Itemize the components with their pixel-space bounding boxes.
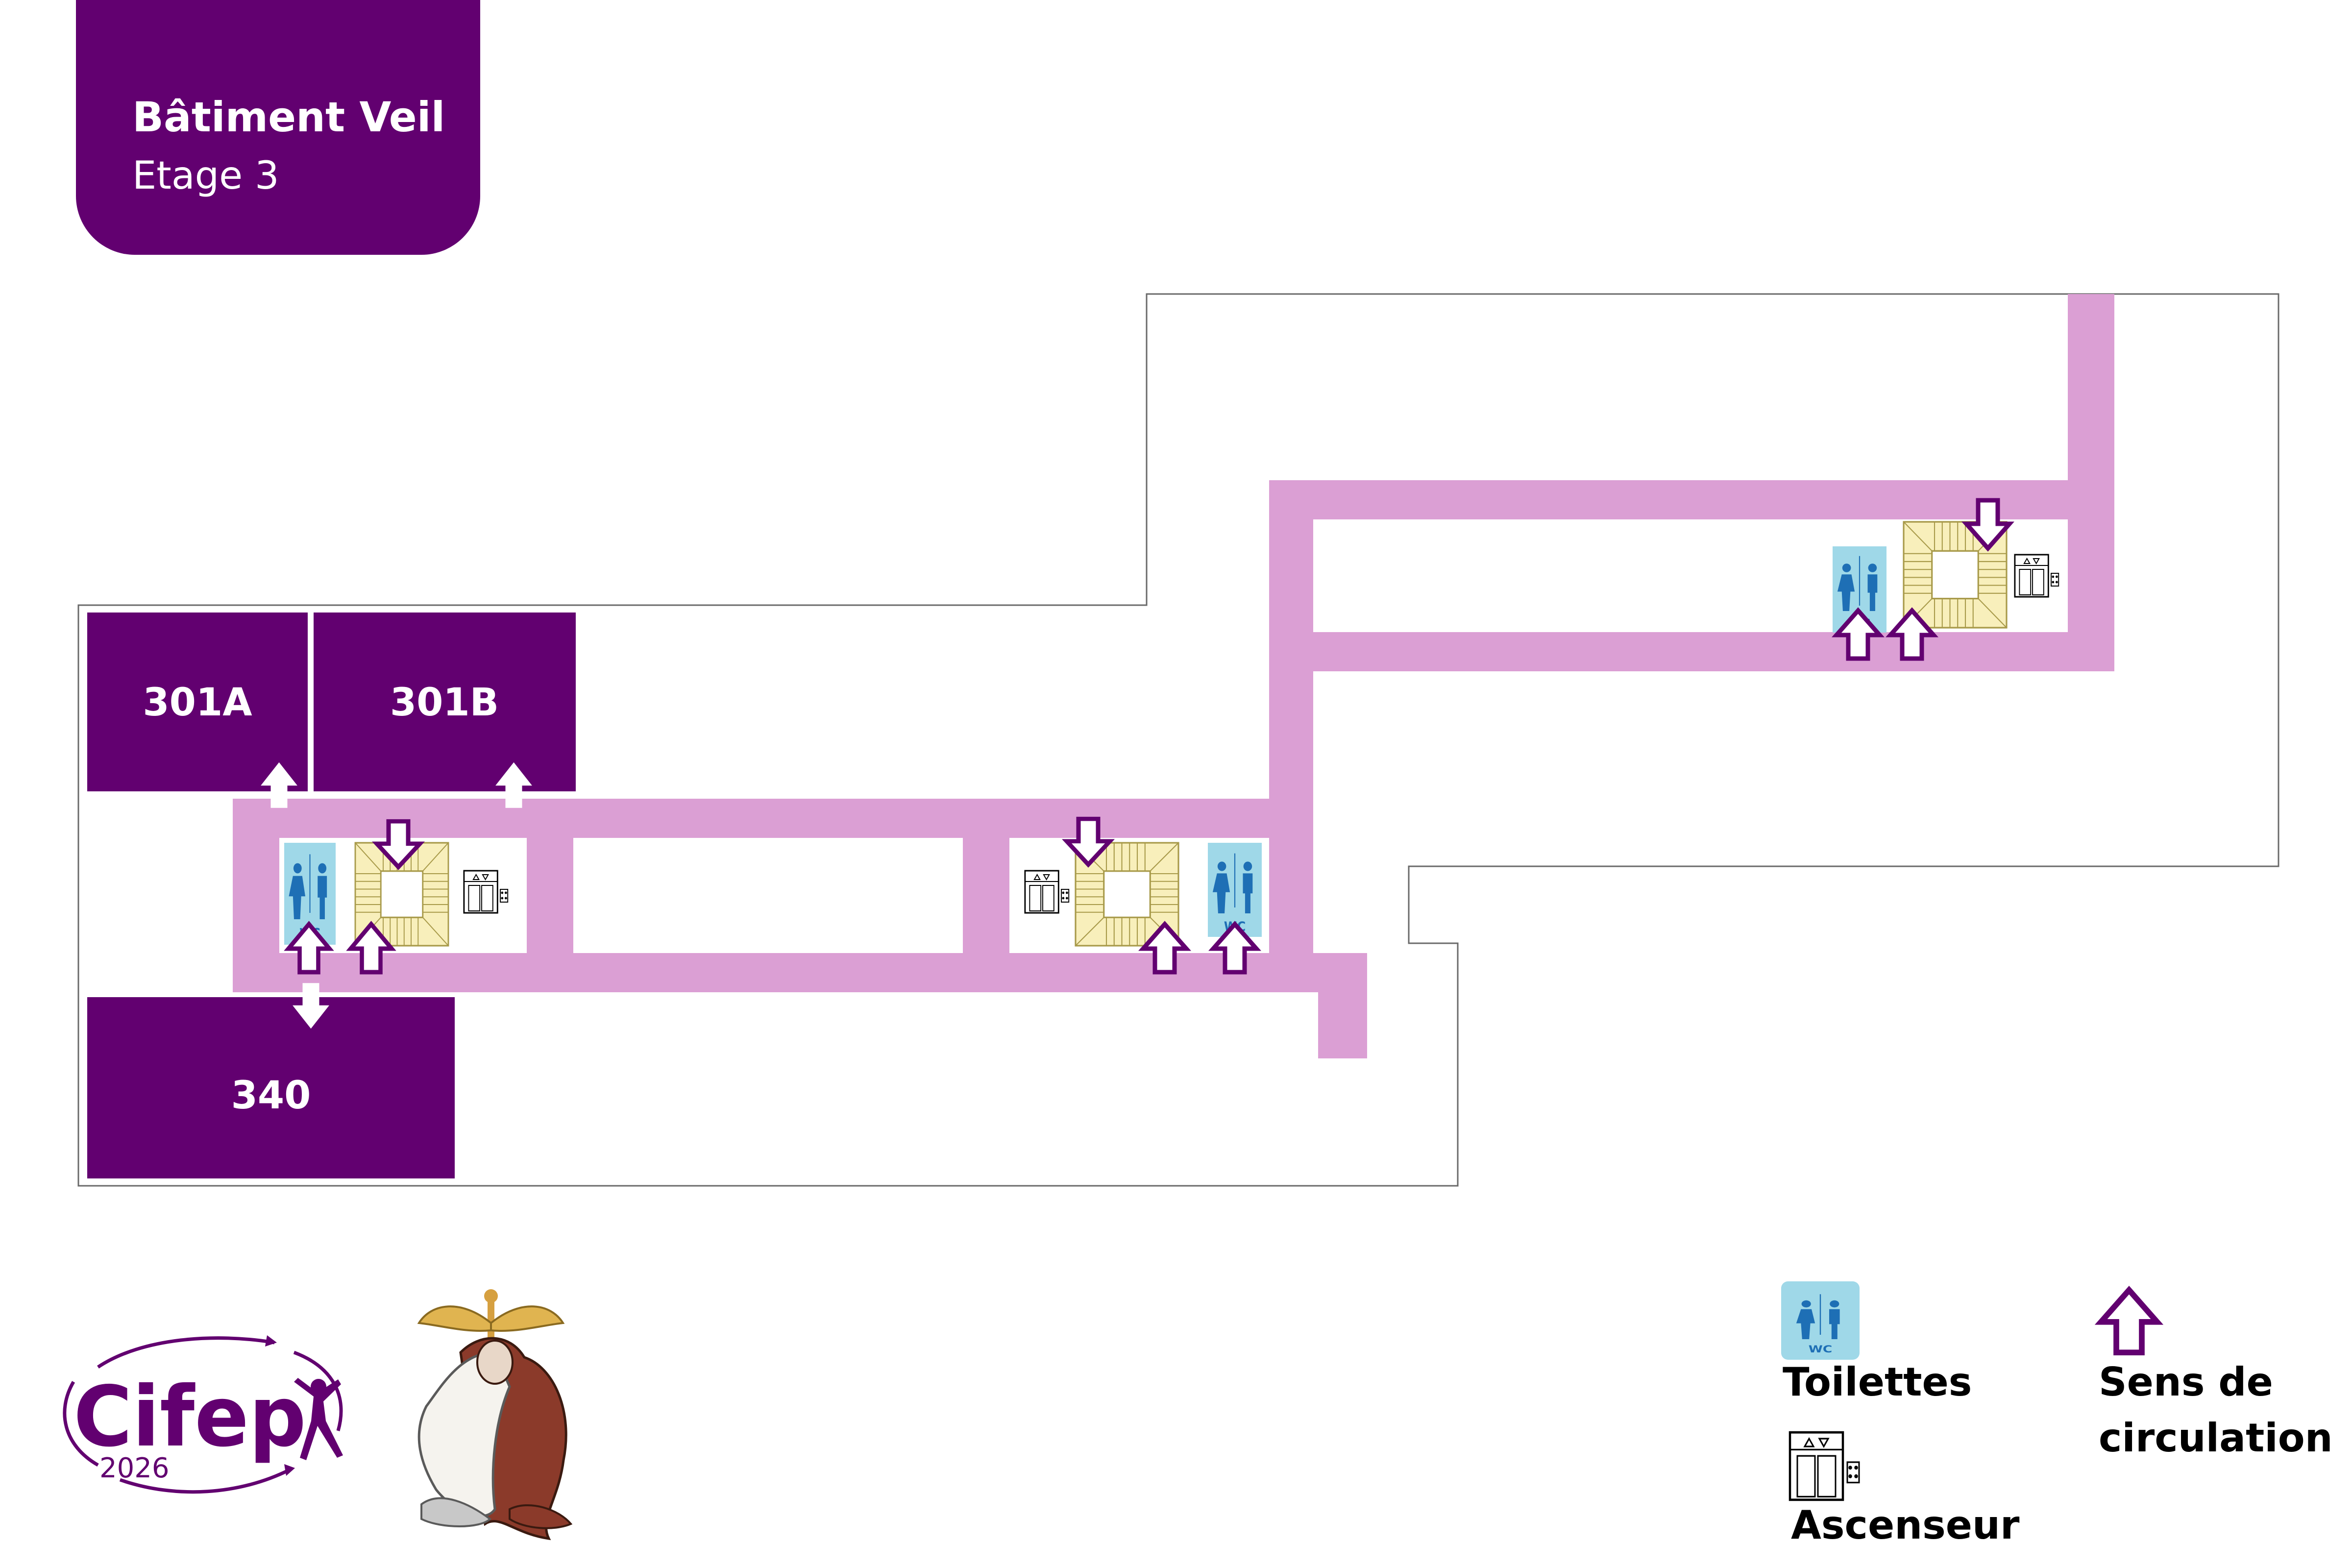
room-340-label: 340 [231, 1074, 311, 1118]
room-301b[interactable]: 301B [314, 612, 576, 791]
legend-direction: Sens de circulation [2099, 1290, 2333, 1461]
room-301a-label: 301A [143, 681, 252, 725]
legend-direction-line1: Sens de [2099, 1359, 2273, 1405]
legend-toilets-label: Toilettes [1783, 1359, 1972, 1405]
cifep-logo: Cifep 2026 [63, 1335, 343, 1494]
legend-direction-line2: circulation [2099, 1415, 2333, 1461]
building-name: Bâtiment Veil [132, 93, 445, 141]
wc-icon [1790, 1285, 1851, 1358]
legend: Toilettes Ascenseur Sens de circulation [1781, 1281, 2333, 1548]
right-core [1313, 519, 2068, 634]
corridors [233, 294, 2114, 1058]
room-340[interactable]: 340 [87, 997, 455, 1178]
room-301a[interactable]: 301A [87, 612, 308, 791]
cifep-logo-year: 2026 [99, 1452, 170, 1484]
building-header: Bâtiment Veil Etage 3 [76, 0, 480, 255]
floor-label: Etage 3 [132, 154, 279, 198]
mascot-illustration [417, 1289, 573, 1541]
direction-arrow-icon [2101, 1290, 2157, 1352]
legend-elevator-label: Ascenseur [1791, 1502, 2020, 1548]
cifep-logo-name: Cifep [74, 1369, 306, 1466]
legend-elevator: Ascenseur [1790, 1432, 2020, 1548]
room-301b-label: 301B [390, 681, 499, 725]
elevator-icon [1790, 1432, 1859, 1500]
dancer-icon [294, 1378, 343, 1460]
legend-toilets: Toilettes [1781, 1281, 1972, 1405]
